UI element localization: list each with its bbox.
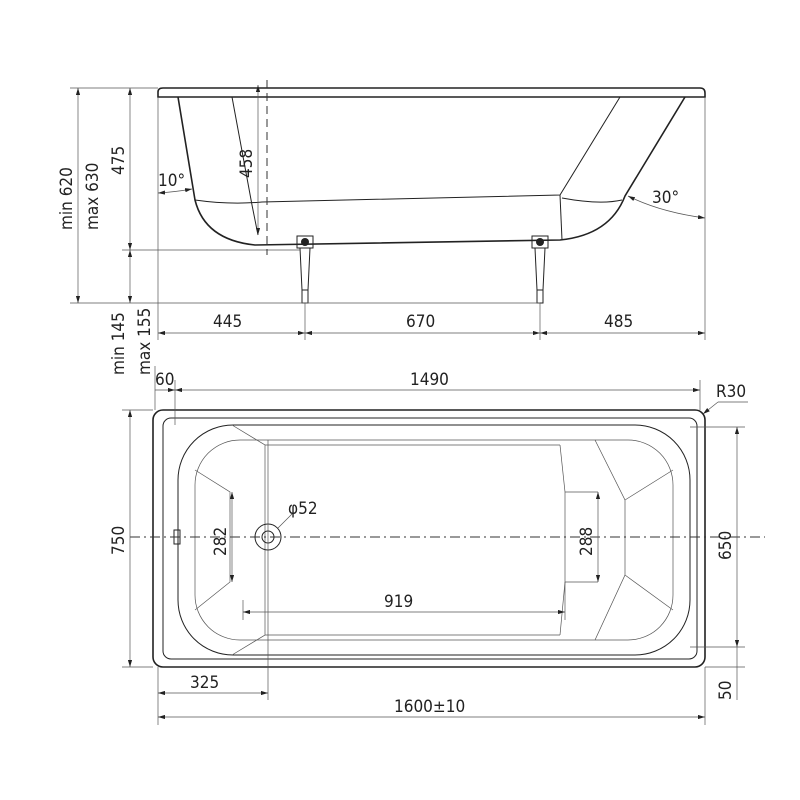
leg-right	[531, 235, 549, 304]
drain-diameter-label: φ52	[288, 499, 318, 519]
depth-inner-label: 458	[237, 149, 257, 178]
span-legs-label: 670	[406, 312, 435, 332]
drain-offset-label: 325	[190, 673, 219, 693]
angle-right-label: 30°	[652, 188, 679, 208]
height-min-label: min 620	[57, 167, 77, 230]
head-width-label: 282	[211, 527, 231, 556]
corner-radius-label: R30	[716, 382, 746, 402]
inner-width-label: 650	[716, 531, 736, 560]
side-view: min 620 max 630 475 458 min 145 max 155 …	[57, 80, 706, 375]
span-right-label: 485	[604, 312, 633, 332]
rim-edge-label: 50	[716, 681, 736, 700]
length-label: 1600±10	[394, 697, 465, 717]
width-label: 750	[109, 526, 129, 555]
leg-left	[296, 235, 314, 304]
leg-min-label: min 145	[109, 312, 129, 375]
top-view: φ52 60 1490 R30 750 650 50 282 288 919	[109, 366, 765, 725]
floor-length-label: 919	[384, 592, 413, 612]
rim-offset-label: 60	[155, 370, 174, 390]
inner-length-label: 1490	[410, 370, 449, 390]
angle-left-label: 10°	[158, 171, 185, 191]
span-left-label: 445	[213, 312, 242, 332]
foot-width-label: 288	[577, 527, 597, 556]
tub-profile	[177, 96, 686, 246]
depth-total-label: 475	[109, 146, 129, 175]
height-max-label: max 630	[83, 163, 103, 230]
basin-outline	[177, 424, 691, 656]
leg-max-label: max 155	[135, 308, 155, 375]
